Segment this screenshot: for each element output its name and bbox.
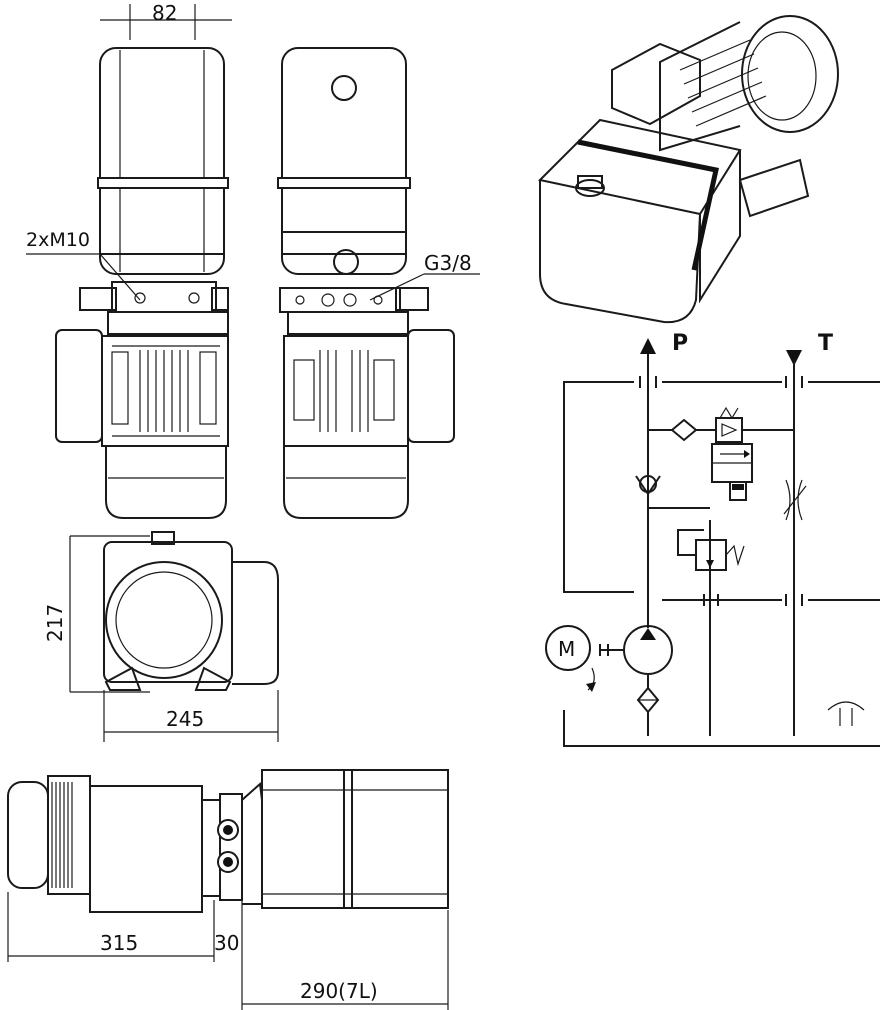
tank-arrow [786, 350, 802, 366]
hydraulic-schematic: P T [545, 331, 880, 747]
motor-symbol: M [558, 637, 575, 661]
dimension-290-7l: 290(7L) [300, 979, 378, 1003]
bottom-view: 315 30 290(7L) [7, 769, 449, 1010]
label-2xm10: 2xM10 [26, 229, 90, 251]
dimension-82: 82 [152, 1, 177, 25]
rear-view: G3/8 [277, 47, 480, 519]
dimension-315: 315 [100, 931, 138, 955]
side-view: 217 245 [43, 531, 279, 742]
dimension-217: 217 [43, 604, 67, 642]
isometric-view [537, 15, 839, 324]
port-p-label: P [672, 331, 688, 356]
dimension-30: 30 [214, 931, 239, 955]
dimension-245: 245 [166, 707, 204, 731]
pressure-arrow [640, 338, 656, 354]
front-view: 82 2xM10 [26, 1, 232, 519]
label-g3-8: G3/8 [424, 251, 472, 275]
port-t-label: T [818, 331, 833, 356]
